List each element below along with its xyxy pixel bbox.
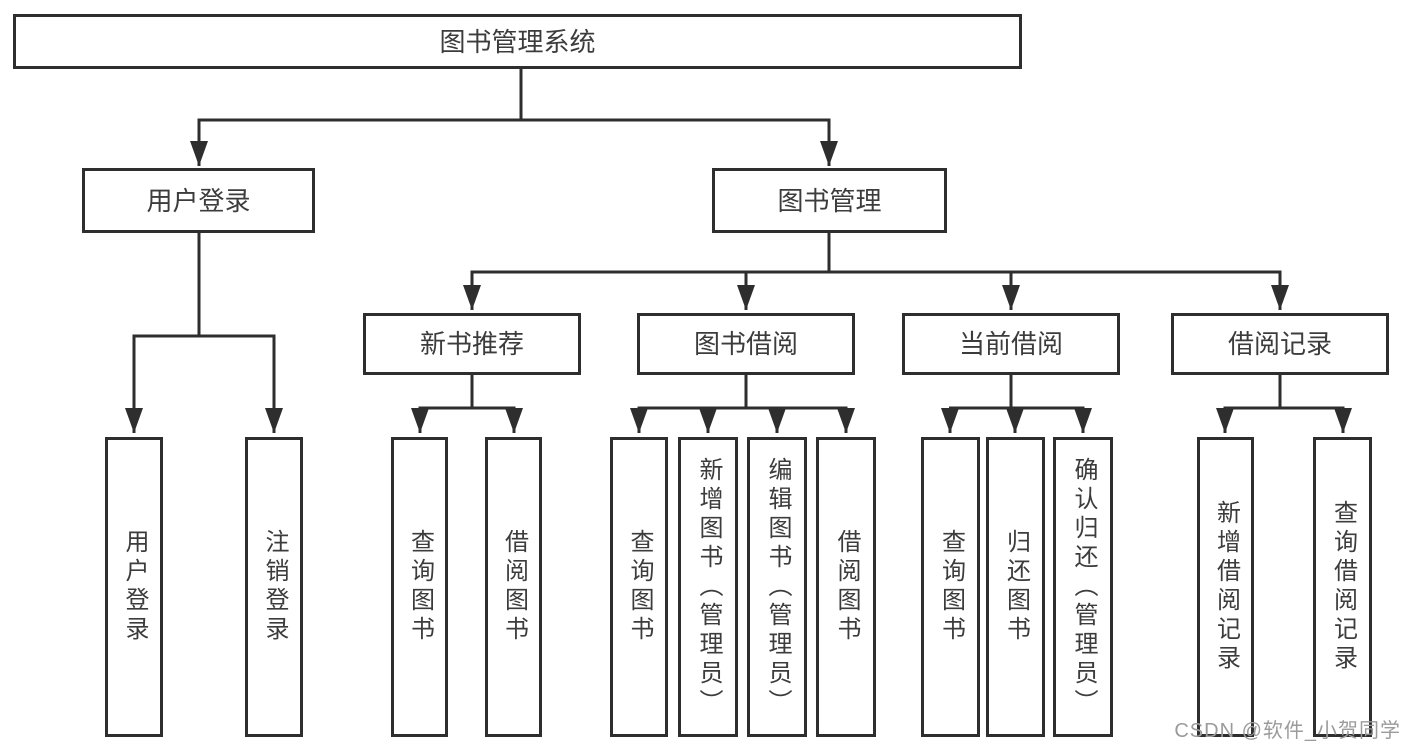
leaf-edit-book-admin: 编辑图书（管理员） [747, 437, 807, 737]
leaf-add-book-admin: 新增图书（管理员） [678, 437, 738, 737]
leaf-query-books-2: 查询图书 [610, 437, 668, 737]
watermark: CSDN @软件_小贺同学 [1174, 720, 1401, 742]
node-user-login: 用户登录 [82, 168, 315, 233]
node-new-book-recommendation: 新书推荐 [363, 313, 581, 375]
leaf-query-borrow-record: 查询借阅记录 [1313, 437, 1372, 737]
leaf-logout: 注销登录 [245, 437, 303, 737]
node-book-borrowing: 图书借阅 [637, 313, 855, 375]
leaf-query-books-3: 查询图书 [921, 437, 980, 737]
leaf-borrow-books-2: 借阅图书 [816, 437, 876, 737]
node-borrowing-records: 借阅记录 [1171, 313, 1389, 375]
node-current-borrowing: 当前借阅 [902, 313, 1120, 375]
leaf-borrow-books: 借阅图书 [485, 437, 542, 737]
leaf-add-borrow-record: 新增借阅记录 [1197, 437, 1254, 737]
leaf-user-login: 用户登录 [105, 437, 163, 737]
leaf-query-books: 查询图书 [391, 437, 448, 737]
node-book-management: 图书管理 [712, 168, 947, 233]
node-library-management-system: 图书管理系统 [13, 14, 1022, 69]
leaf-return-books: 归还图书 [986, 437, 1045, 737]
leaf-confirm-return-admin: 确认归还（管理员） [1053, 437, 1113, 737]
